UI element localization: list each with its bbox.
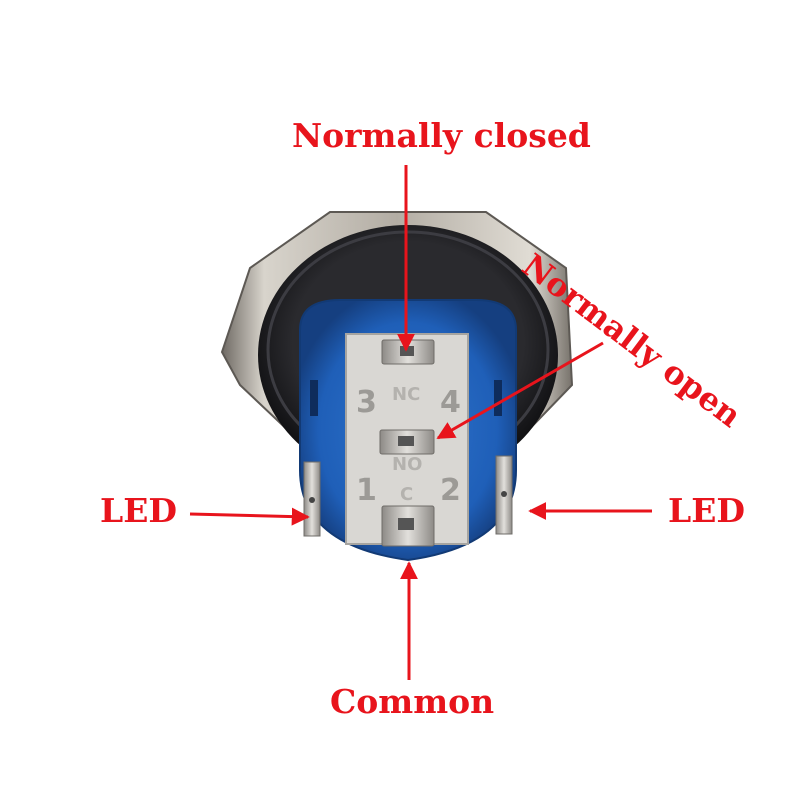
terminal-mark-c: C [400,484,413,505]
terminal-number-4: 4 [440,385,461,420]
arrow-normally-open [436,341,604,440]
terminal-number-1: 1 [356,473,377,508]
terminal-mark-nc: NC [392,384,420,405]
label-led-left: LED [100,491,177,530]
label-led-right: LED [668,491,745,530]
label-common: Common [330,682,495,721]
arrow-led-left [189,507,310,526]
label-normally-closed: Normally closed [292,116,591,155]
terminal-mark-no: NO [392,454,422,475]
terminal-number-2: 2 [440,473,461,508]
terminal-number-3: 3 [356,385,377,420]
